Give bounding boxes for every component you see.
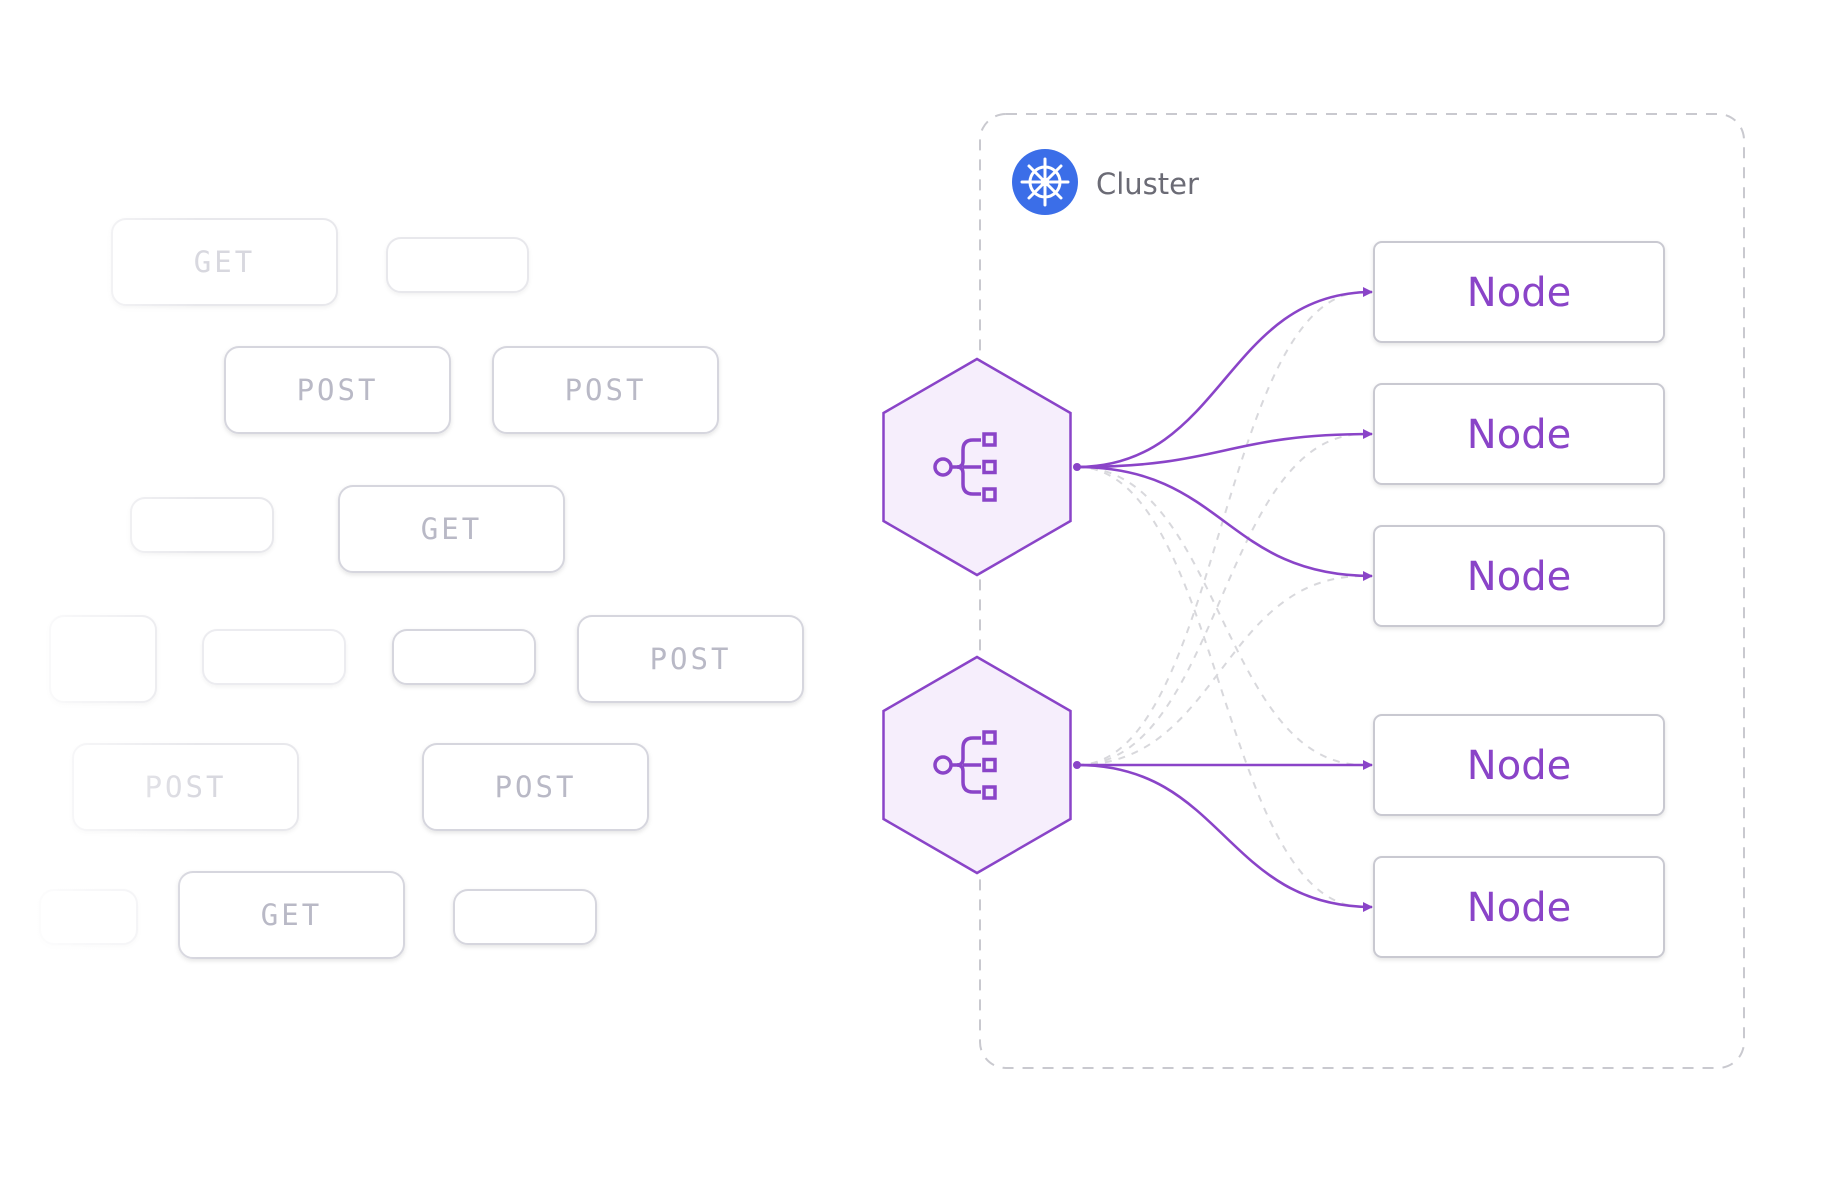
load-balancer-top [882, 357, 1081, 577]
node-box-border [1373, 856, 1665, 958]
node-label: Node [1467, 554, 1571, 600]
active-connections [1076, 287, 1373, 912]
request-pill-box [338, 485, 565, 573]
request-pill-box [392, 629, 536, 685]
node-box: Node [1373, 383, 1665, 485]
node-label: Node [1467, 412, 1571, 458]
load-balancer-icon [933, 730, 997, 800]
request-method-label: POST [565, 373, 647, 407]
node-box: Node [1373, 525, 1665, 627]
request-pill: POST [422, 743, 649, 831]
active-connection-arrow [1076, 287, 1373, 469]
output-port-dot [1073, 463, 1081, 471]
request-pill: GET [178, 871, 405, 959]
node-box: Node [1373, 856, 1665, 958]
request-method-label: GET [261, 898, 322, 932]
node-box-border [1373, 383, 1665, 485]
node-label: Node [1467, 270, 1571, 316]
active-connection-arrow [1076, 429, 1373, 469]
request-pill-box [224, 346, 451, 434]
request-pill: POST [224, 346, 451, 434]
request-pill-box [422, 743, 649, 831]
kubernetes-wheel-icon [1012, 149, 1078, 215]
request-method-label: POST [297, 373, 379, 407]
inactive-connection-line [1076, 433, 1365, 766]
inactive-connection-line [1076, 291, 1365, 766]
active-connection-arrow [1076, 465, 1373, 581]
cluster-label: Cluster [1096, 167, 1199, 201]
request-pill-box [492, 346, 719, 434]
request-pill: POST [492, 346, 719, 434]
node-box: Node [1373, 241, 1665, 343]
request-pill: GET [338, 485, 565, 573]
request-pill-box [386, 237, 529, 293]
node-box-border [1373, 714, 1665, 816]
request-pill-empty [392, 629, 536, 685]
load-balancer-bottom [882, 655, 1081, 875]
node-label: Node [1467, 885, 1571, 931]
request-method-label: POST [495, 770, 577, 804]
load-balancers [882, 357, 1081, 875]
inactive-connection-line [1076, 466, 1365, 766]
request-method-label: POST [650, 642, 732, 676]
node-box-border [1373, 241, 1665, 343]
request-pill-box [577, 615, 804, 703]
request-method-label: GET [194, 245, 255, 279]
inactive-connection-line [1076, 466, 1365, 908]
load-balancer-icon [933, 432, 997, 502]
output-port-dot [1073, 761, 1081, 769]
request-pill-empty [202, 629, 346, 685]
request-pill: POST [577, 615, 804, 703]
request-pill-box [202, 629, 346, 685]
cluster-boundary [979, 113, 1745, 1069]
request-pill-empty [453, 889, 597, 945]
inactive-connections [1076, 291, 1365, 908]
active-connection-arrow [1076, 763, 1373, 912]
node-box: Node [1373, 714, 1665, 816]
request-pill-box [453, 889, 597, 945]
node-label: Node [1467, 743, 1571, 789]
request-method-label: GET [421, 512, 482, 546]
cluster-header: Cluster [1012, 149, 1199, 215]
inactive-connection-line [1076, 575, 1365, 766]
request-pill-empty [386, 237, 529, 293]
left-fade-overlay [0, 0, 200, 1181]
node-box-border [1373, 525, 1665, 627]
